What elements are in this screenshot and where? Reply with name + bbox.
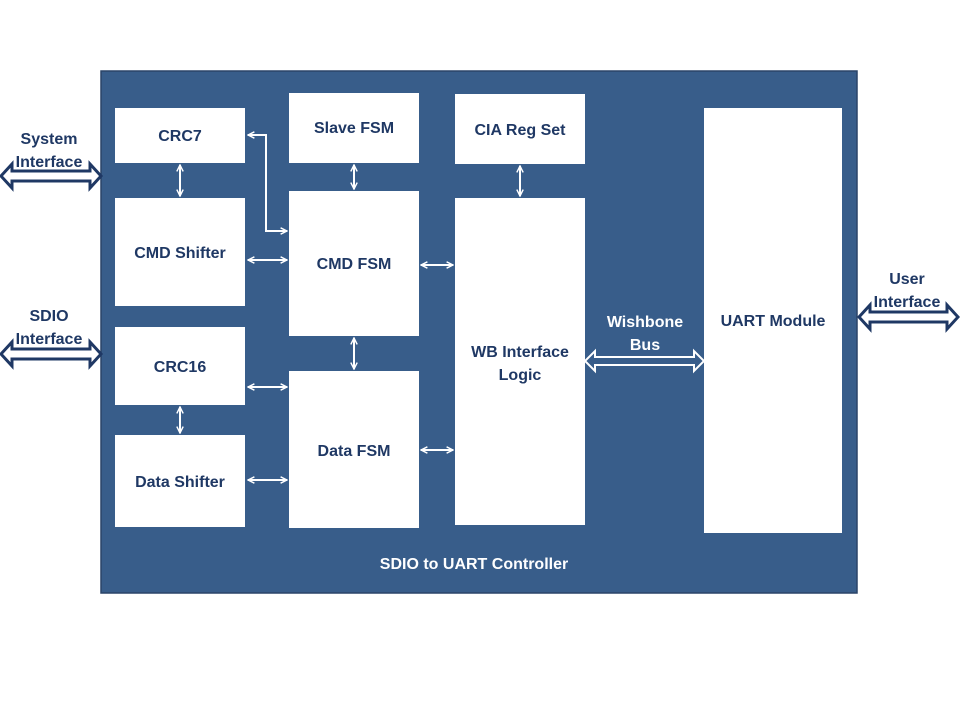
system-interface-label-line2: Interface [16,154,83,171]
data-fsm-label: Data FSM [318,443,391,460]
cmd-shifter-label: CMD Shifter [134,245,226,262]
user-interface-label-line1: User [889,271,925,288]
sdio-interface-arrow [0,338,104,370]
wb-interface-label-line1: WB Interface [471,344,569,361]
system-interface-label-line1: System [21,131,78,148]
data-shifter-block [115,435,245,527]
slave-fsm-block [289,93,419,163]
cia-reg-set-label: CIA Reg Set [475,122,567,139]
data-shifter-label: Data Shifter [135,474,225,491]
crc7-label: CRC7 [158,128,202,145]
uart-module-label: UART Module [721,313,826,330]
wb-interface-block [455,198,585,525]
slave-fsm-label: Slave FSM [314,120,394,137]
wishbone-bus-arrow [583,348,706,374]
wishbone-bus-label-line2: Bus [630,337,660,354]
wb-interface-label-line2: Logic [499,367,542,384]
wishbone-bus-label-line1: Wishbone [607,314,683,331]
crc16-label: CRC16 [154,359,207,376]
system-interface-arrow [0,160,104,192]
user-interface-label-line2: Interface [874,294,941,311]
user-interface-arrow [856,301,960,333]
cia-reg-set-block [455,94,585,164]
data-fsm-block [289,371,419,528]
uart-module-block [704,108,842,533]
crc7-block [115,108,245,163]
controller-title: SDIO to UART Controller [380,556,568,573]
sdio-interface-label-line1: SDIO [29,308,68,325]
crc16-block [115,327,245,405]
cmd-fsm-block [289,191,419,336]
crc7-cmd-fsm-arrow [248,135,287,231]
cmd-shifter-block [115,198,245,306]
cmd-fsm-label: CMD FSM [317,256,392,273]
sdio-interface-label-line2: Interface [16,331,83,348]
